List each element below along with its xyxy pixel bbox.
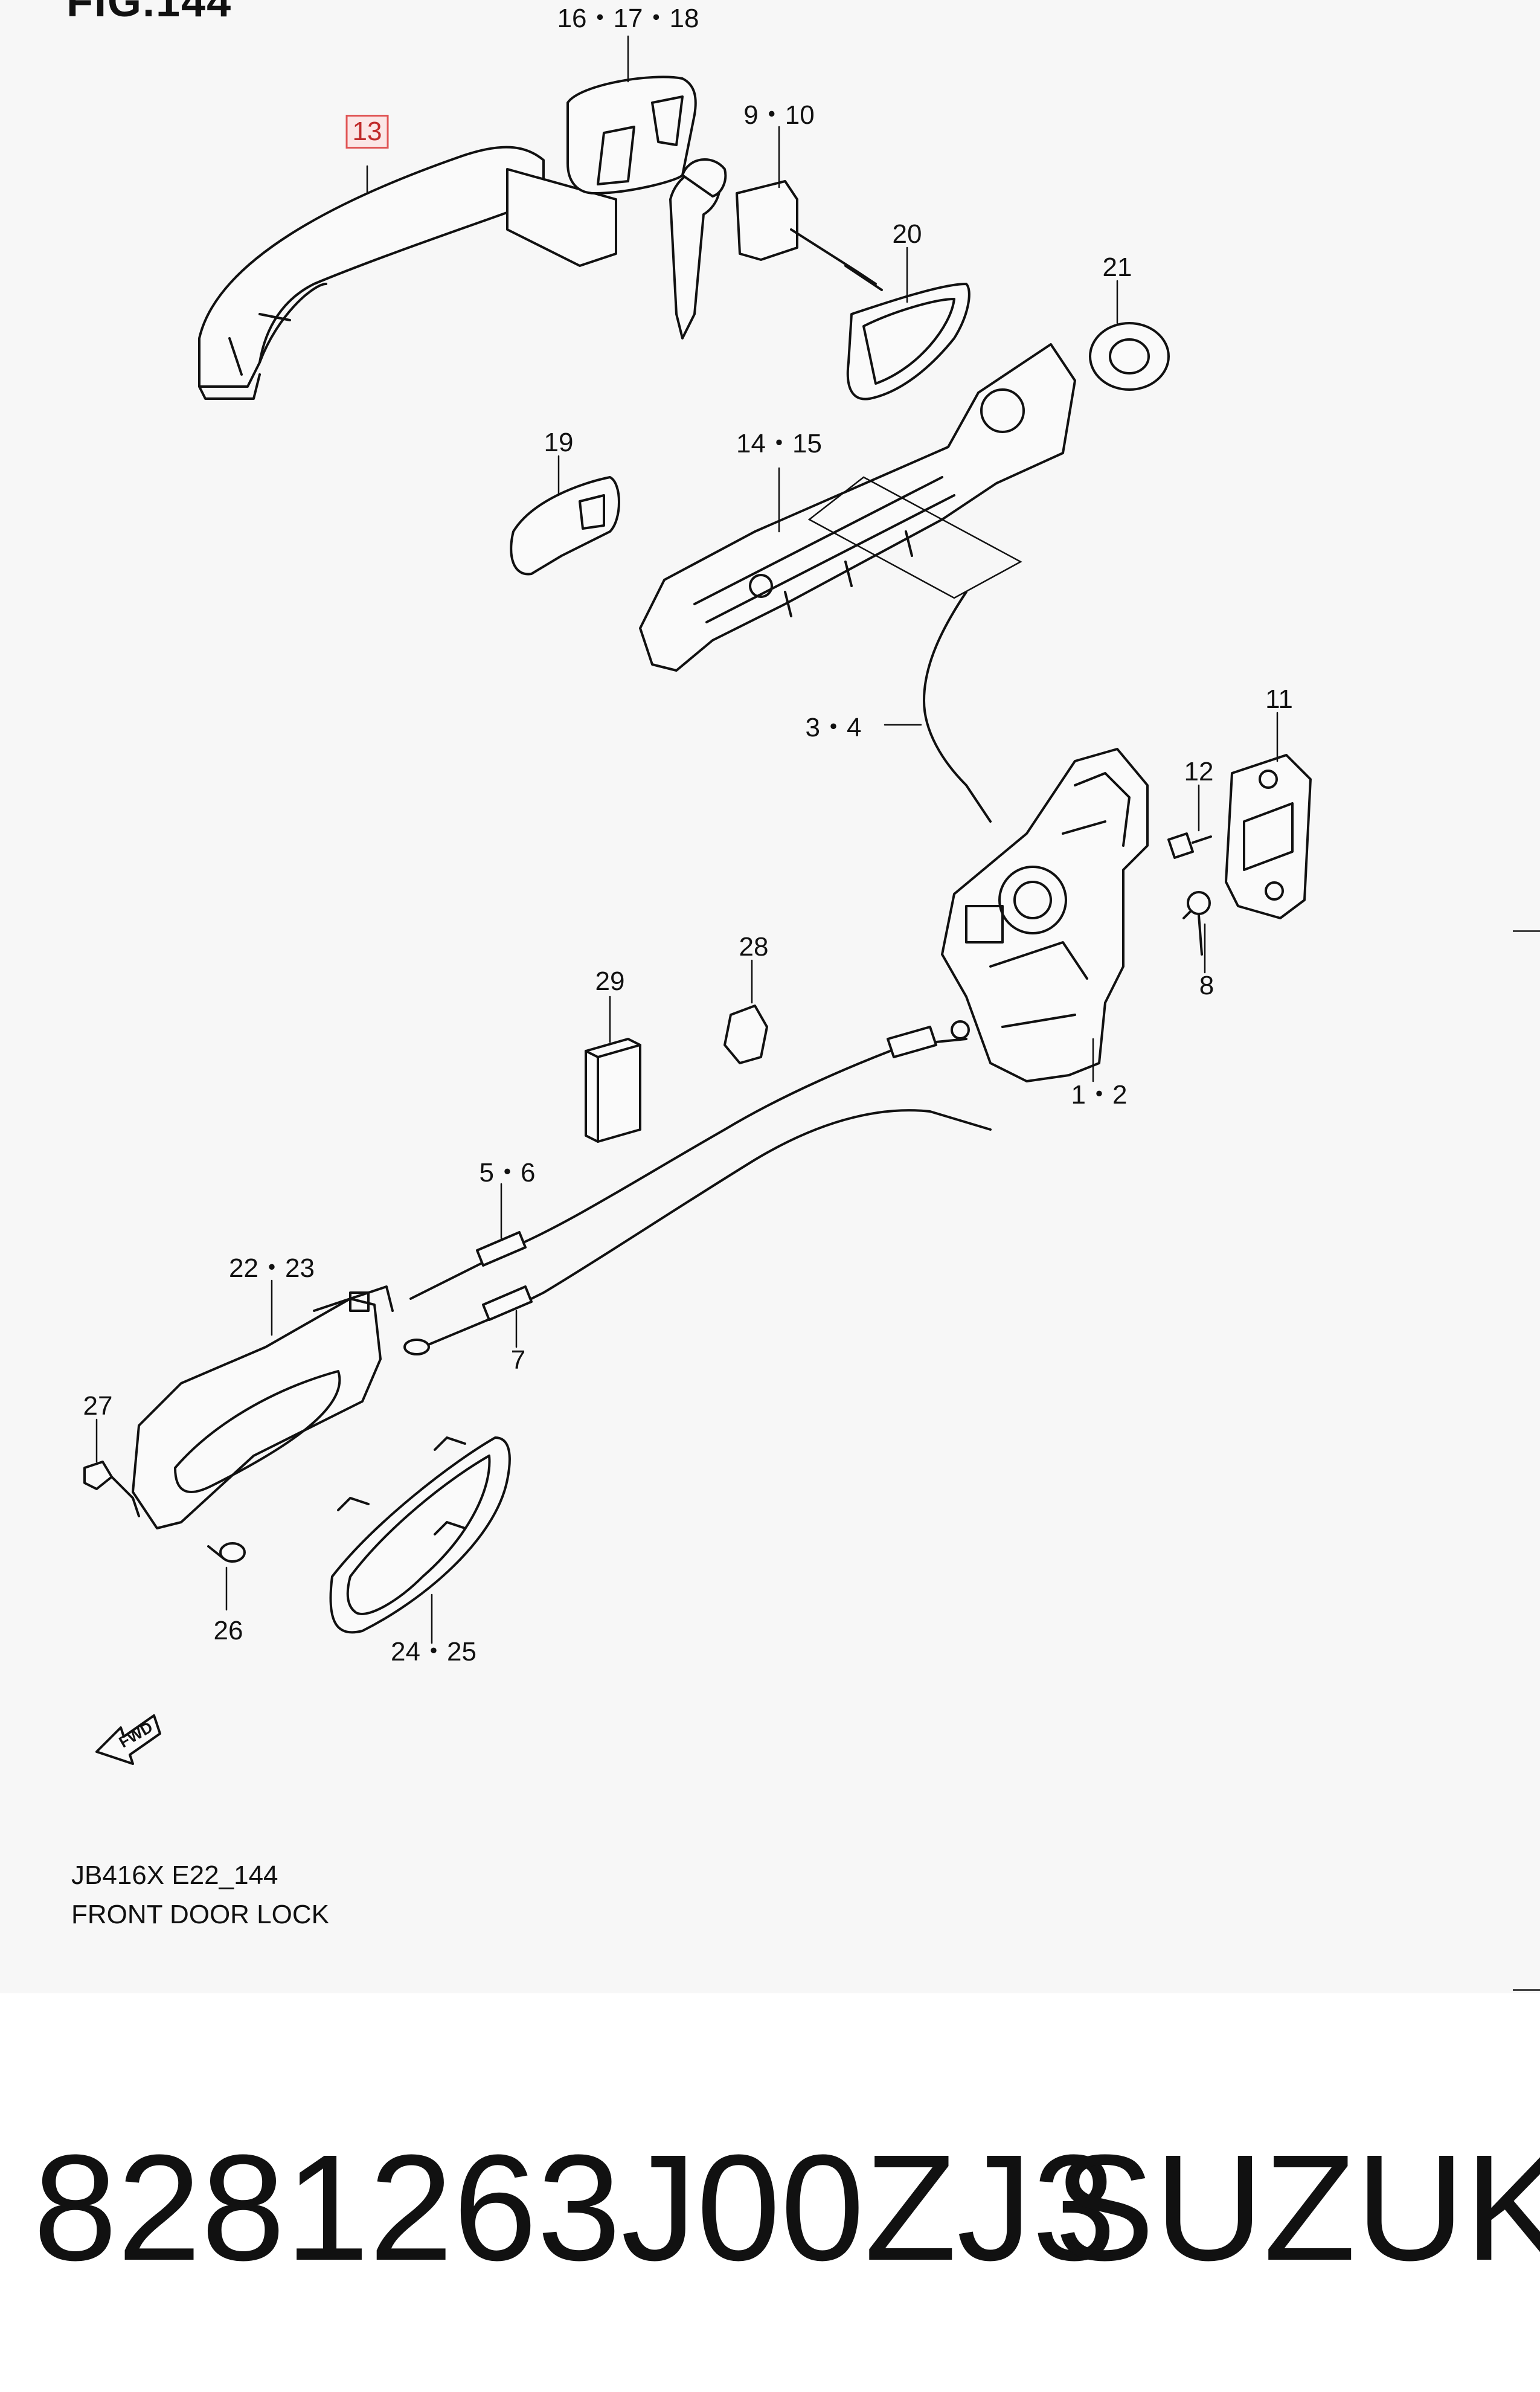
callout-910[interactable]: 9・10 (743, 100, 815, 130)
brand-name: SUZUKI (1054, 2123, 1540, 2292)
inside-door-handle[interactable] (132, 1285, 394, 1529)
parts-diagram-sheet: FIG.144 (66, 0, 1540, 1991)
callout-28[interactable]: 28 (739, 932, 769, 962)
callout-7[interactable]: 7 (510, 1345, 526, 1375)
handle-nut[interactable] (83, 1461, 140, 1517)
outside-door-handle[interactable] (198, 146, 617, 400)
figure-title: FIG.144 (66, 0, 233, 26)
callout-8[interactable]: 8 (1199, 971, 1214, 1000)
grommet[interactable] (1089, 322, 1170, 391)
edge-mark-right (1513, 930, 1540, 932)
callout-19[interactable]: 19 (544, 428, 574, 457)
callout-56[interactable]: 5・6 (479, 1158, 536, 1188)
callout-1415[interactable]: 14・15 (736, 429, 822, 458)
handle-screw[interactable] (207, 1542, 246, 1563)
callout-20[interactable]: 20 (892, 219, 922, 249)
striker-screw[interactable] (1167, 832, 1212, 859)
callout-26[interactable]: 26 (213, 1616, 243, 1645)
forward-arrow (95, 1714, 161, 1765)
callout-29[interactable]: 29 (595, 966, 625, 996)
outside-handle-frame[interactable] (639, 343, 1076, 672)
lock-cables[interactable] (403, 1020, 992, 1355)
callout-2425[interactable]: 24・25 (391, 1637, 476, 1667)
edge-mark-bottom (1513, 1989, 1540, 1991)
handle-cover[interactable] (566, 76, 697, 195)
callout-21[interactable]: 21 (1102, 252, 1132, 282)
cushion-pad[interactable] (585, 1038, 641, 1143)
callout-1-2[interactable]: 1・2 (1071, 1080, 1128, 1110)
inside-handle-bezel[interactable] (329, 1436, 511, 1634)
callout-27[interactable]: 27 (83, 1391, 113, 1421)
frame-outline-box (807, 476, 1022, 599)
callout-12[interactable]: 12 (1184, 757, 1214, 786)
callout-161718[interactable]: 16・17・18 (557, 4, 699, 33)
handle-gasket[interactable] (846, 283, 971, 400)
door-lock-assembly[interactable] (941, 748, 1149, 1082)
callout-2223[interactable]: 22・23 (229, 1253, 315, 1283)
figure-name: FRONT DOOR LOCK (71, 1900, 330, 1929)
part-number: 8281263J00ZJ3 (33, 2123, 1117, 2292)
door-striker[interactable] (1225, 754, 1312, 919)
figure-code: JB416X E22_144 (71, 1860, 278, 1890)
cable-clip[interactable] (723, 1005, 768, 1064)
handle-pad[interactable] (510, 476, 620, 576)
key-and-lock-cylinder[interactable] (669, 158, 883, 339)
lock-screw[interactable] (1182, 891, 1211, 956)
callout-34[interactable]: 3・4 (805, 713, 862, 742)
exploded-view-drawing (83, 35, 1312, 1765)
callout-11[interactable]: 11 (1265, 684, 1293, 714)
outside-handle-rod[interactable] (923, 591, 992, 823)
callout-13[interactable]: 13 (345, 115, 389, 149)
